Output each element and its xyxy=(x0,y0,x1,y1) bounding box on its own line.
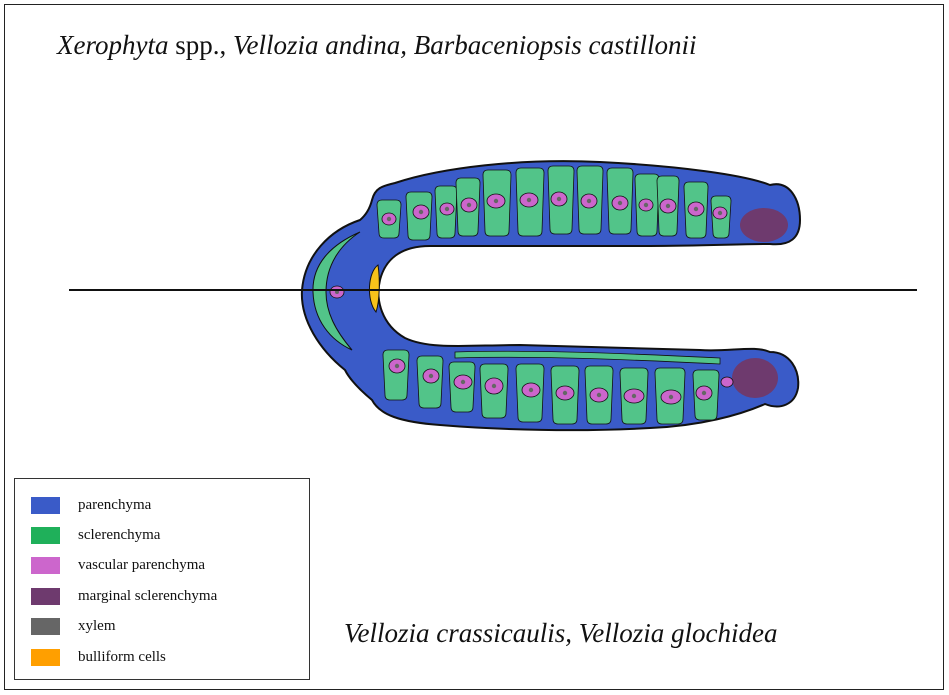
legend-label-parenchyma: parenchyma xyxy=(78,497,151,514)
legend-label-bulliform-cells: bulliform cells xyxy=(78,649,166,666)
xylem xyxy=(529,388,533,392)
title-bottom: Vellozia crassicaulis, Vellozia glochide… xyxy=(344,618,777,649)
bottom-girder-3 xyxy=(480,364,508,418)
bottom-girder-6 xyxy=(585,366,613,424)
legend-label-marginal-sclerenchyma: marginal sclerenchyma xyxy=(78,588,217,605)
xylem xyxy=(527,198,531,202)
legend-swatch-parenchyma xyxy=(31,497,60,514)
xylem xyxy=(666,204,670,208)
legend-item-parenchyma: parenchyma xyxy=(31,495,151,515)
bottom-girder-0 xyxy=(383,350,409,400)
xylem xyxy=(445,207,449,211)
bottom-girder-8 xyxy=(655,368,685,424)
top-girder-11 xyxy=(684,182,708,238)
xylem xyxy=(702,391,706,395)
xylem xyxy=(429,374,433,378)
xylem xyxy=(387,217,391,221)
marginal-sclerenchyma-top xyxy=(740,208,788,242)
sclerenchyma-girder xyxy=(383,350,409,400)
legend-item-vascular-parenchyma: vascular parenchyma xyxy=(31,555,205,575)
xylem xyxy=(494,199,498,203)
xylem xyxy=(597,393,601,397)
top-girder-12 xyxy=(711,196,731,238)
legend-swatch-xylem xyxy=(31,618,60,635)
xylem xyxy=(694,207,698,211)
xylem xyxy=(587,199,591,203)
legend-swatch-marginal-sclerenchyma xyxy=(31,588,60,605)
bottom-girder-7 xyxy=(620,368,648,424)
xylem xyxy=(419,210,423,214)
bottom-girder-9 xyxy=(693,370,719,420)
marginal-sclerenchyma-bottom xyxy=(732,358,778,398)
top-girder-8 xyxy=(607,168,633,234)
xylem xyxy=(718,211,722,215)
xylem xyxy=(669,395,673,399)
legend-item-sclerenchyma: sclerenchyma xyxy=(31,525,160,545)
legend-swatch-sclerenchyma xyxy=(31,527,60,544)
xylem xyxy=(563,391,567,395)
xylem xyxy=(557,197,561,201)
xylem xyxy=(461,380,465,384)
bottom-girder-5 xyxy=(551,366,579,424)
top-girder-0 xyxy=(377,200,401,238)
legend-item-xylem: xylem xyxy=(31,616,116,636)
xylem xyxy=(618,201,622,205)
xylem xyxy=(632,394,636,398)
bottom-girder-1 xyxy=(417,356,443,408)
top-girder-2 xyxy=(435,186,457,238)
bottom-girder-4 xyxy=(516,364,544,422)
xylem xyxy=(644,203,648,207)
legend-label-xylem: xylem xyxy=(78,618,116,635)
xylem xyxy=(467,203,471,207)
top-girder-5 xyxy=(516,168,544,236)
legend-item-marginal-sclerenchyma: marginal sclerenchyma xyxy=(31,586,217,606)
top-girder-3 xyxy=(456,178,480,236)
legend-label-sclerenchyma: sclerenchyma xyxy=(78,527,160,544)
marginal-vascular-bottom xyxy=(721,377,733,387)
legend-label-vascular-parenchyma: vascular parenchyma xyxy=(78,557,205,574)
legend-swatch-bulliform-cells xyxy=(31,649,60,666)
legend-swatch-vascular-parenchyma xyxy=(31,557,60,574)
top-girder-10 xyxy=(657,176,679,236)
bottom-girder-2 xyxy=(449,362,475,412)
legend-item-bulliform-cells: bulliform cells xyxy=(31,647,166,667)
xylem xyxy=(492,384,496,388)
top-girder-6 xyxy=(548,166,574,234)
top-girder-9 xyxy=(635,174,659,236)
legend: parenchyma sclerenchyma vascular parench… xyxy=(14,478,310,680)
xylem xyxy=(395,364,399,368)
top-girder-4 xyxy=(483,170,511,236)
top-girder-7 xyxy=(577,166,603,234)
top-girder-1 xyxy=(406,192,432,240)
